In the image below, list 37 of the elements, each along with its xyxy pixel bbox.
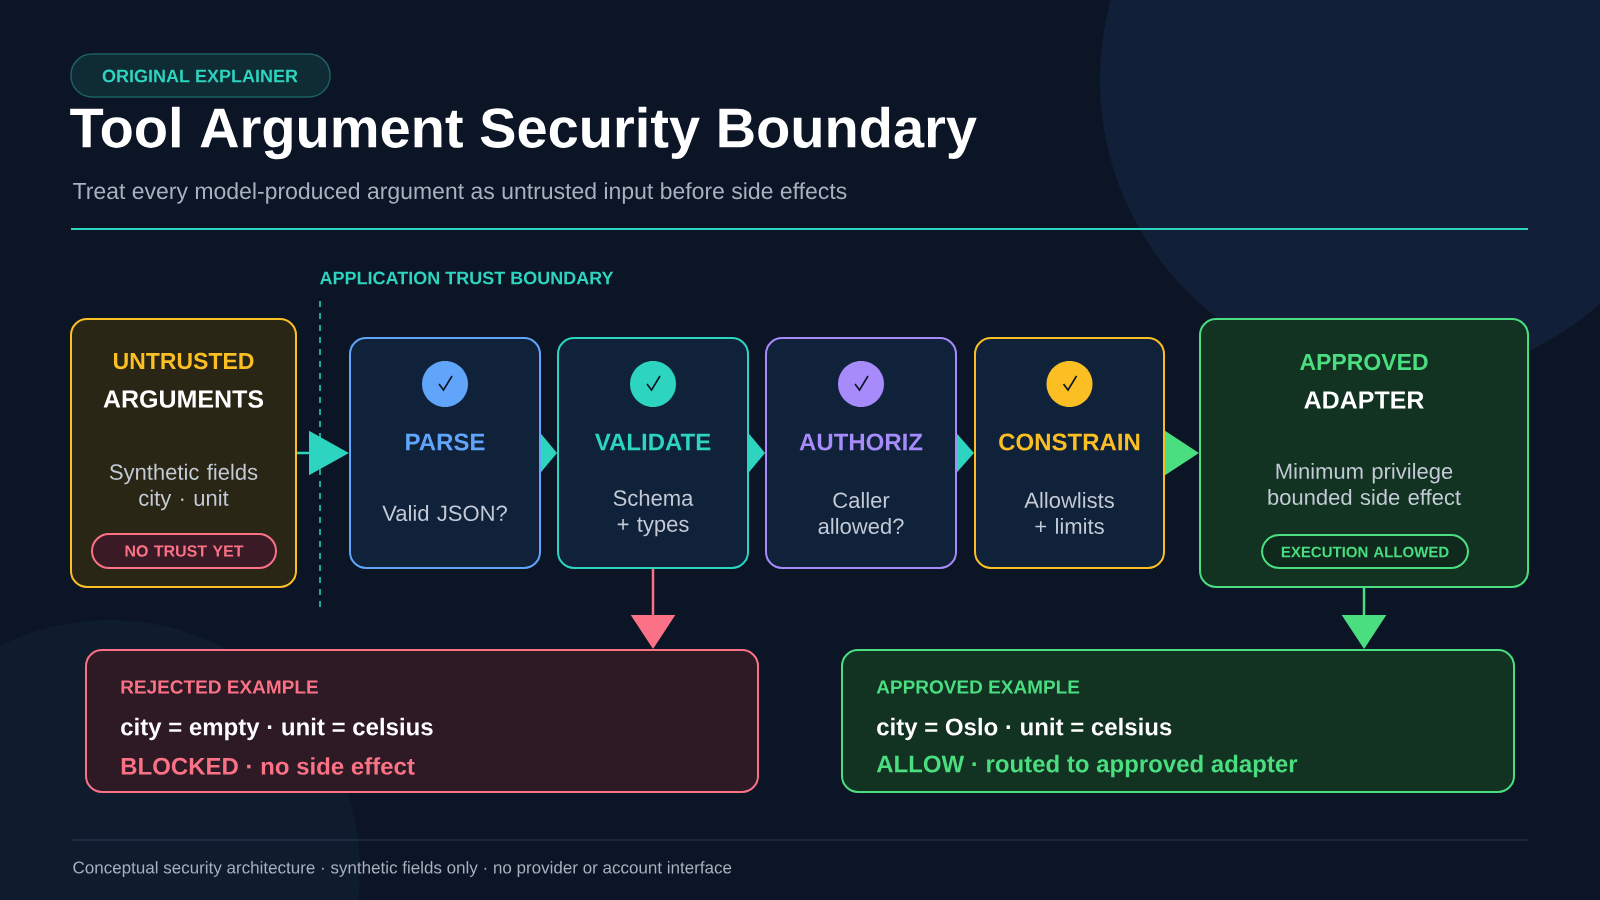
card-text: Valid JSON? [382, 504, 507, 522]
heading: REJECTED EXAMPLE [121, 680, 318, 694]
heading: APPROVED EXAMPLE [876, 680, 1080, 694]
heading: NO TRUST YET [125, 545, 244, 557]
text-line: ADAPTER [1304, 391, 1424, 409]
step-card [765, 337, 957, 569]
text-line: city = Oslo · unit = celsius [877, 717, 1172, 741]
card-text: Synthetic fields city · unit [109, 463, 258, 511]
subtitle: Treat every model-produced argument as untrusted input before side effects [73, 182, 847, 204]
text-line: ARGUMENTS [103, 390, 264, 408]
status-badge [1261, 534, 1469, 569]
text-line: ALLOW · routed to approved adapter [876, 754, 1298, 778]
text-line: BLOCKED · no side effect [121, 757, 415, 775]
heading: UNTRUSTED [113, 352, 254, 370]
heading: APPROVED [1300, 353, 1428, 371]
step-card [349, 337, 541, 569]
heading: CONSTRAIN [999, 433, 1140, 451]
card-text: Schema + types [613, 489, 694, 537]
step-card [557, 337, 749, 569]
example-panel [841, 649, 1515, 793]
card-text: Minimum privilege bounded side effect [1268, 462, 1461, 506]
card-text: Caller allowed? [818, 491, 904, 535]
heading: AUTHORIZ [799, 433, 923, 451]
title: Tool Argument Security Boundary [70, 106, 977, 160]
status-badge [91, 533, 277, 569]
step-card [974, 337, 1165, 569]
text-line: city = empty · unit = celsius [121, 717, 433, 741]
heading: EXECUTION ALLOWED [1281, 546, 1449, 558]
heading: VALIDATE [594, 433, 711, 451]
header-pill: ORIGINAL EXPLAINER [70, 53, 331, 98]
adapter-card [1199, 318, 1529, 588]
input-card [70, 318, 297, 588]
boundary-label: APPLICATION TRUST BOUNDARY [320, 271, 614, 285]
example-panel [85, 649, 759, 793]
heading: PARSE [406, 433, 485, 451]
card-text: Allowlists + limits [1024, 491, 1114, 535]
footer-note: Conceptual security architecture · synthetic fields only · no provider or account interface [73, 861, 732, 877]
